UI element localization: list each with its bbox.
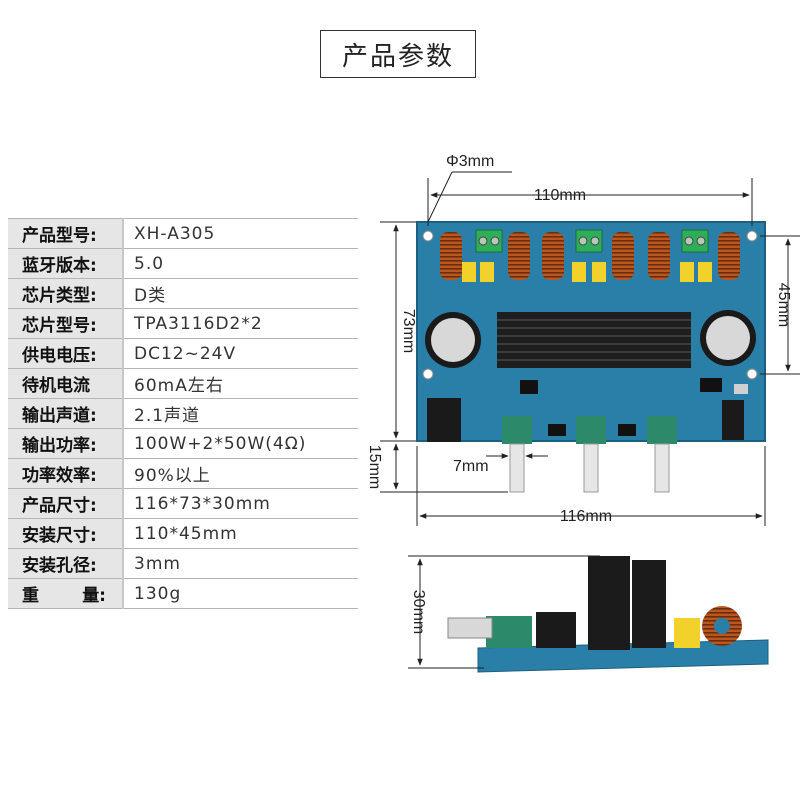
spec-key: 芯片类型: — [8, 278, 124, 309]
spec-value: D类 — [123, 278, 358, 309]
capacitor — [698, 262, 712, 282]
spec-table: 产品型号:XH-A305 蓝牙版本:5.0 芯片类型:D类 芯片型号:TPA31… — [8, 218, 358, 609]
board-height-label: 73mm — [400, 309, 417, 353]
chip — [618, 424, 636, 436]
hole-diameter-label: Φ3mm — [446, 153, 494, 170]
spec-key-part: 重 — [22, 586, 39, 606]
table-row: 芯片类型:D类 — [8, 278, 358, 309]
heatsink — [497, 312, 691, 368]
spec-key: 蓝牙版本: — [8, 248, 124, 279]
pcb-top-view — [416, 221, 766, 493]
inductor — [542, 232, 564, 280]
spec-value: 60mA左右 — [123, 368, 358, 399]
table-row: 输出功率:100W+2*50W(4Ω) — [8, 428, 358, 459]
inductor — [440, 232, 462, 280]
pcb-side-view — [447, 556, 769, 673]
chip — [700, 378, 722, 392]
spec-value: 5.0 — [123, 248, 358, 279]
chip — [548, 424, 566, 436]
potentiometer — [502, 416, 532, 493]
spec-key: 产品尺寸: — [8, 488, 124, 519]
dc-jack — [427, 398, 461, 442]
capacitor-side — [588, 556, 630, 650]
spec-key: 产品型号: — [8, 218, 124, 249]
table-row: 重 量: 130g — [8, 578, 358, 609]
spec-key: 芯片型号: — [8, 308, 124, 339]
mount-hole — [422, 368, 434, 380]
table-row: 安装孔径:3mm — [8, 548, 358, 579]
spec-value: XH-A305 — [123, 218, 358, 249]
spec-value: 110*45mm — [123, 518, 358, 549]
spec-value: 3mm — [123, 548, 358, 579]
inductor — [508, 232, 530, 280]
spec-key-part: 量: — [82, 586, 106, 606]
spec-key: 供电电压: — [8, 338, 124, 369]
spec-value: 130g — [123, 578, 358, 609]
mount-height-label: 45mm — [775, 283, 792, 327]
spec-key: 安装孔径: — [8, 548, 124, 579]
amp-channel — [648, 229, 740, 282]
spec-value: 116*73*30mm — [123, 488, 358, 519]
capacitor-yellow-side — [674, 618, 700, 648]
table-row: 蓝牙版本:5.0 — [8, 248, 358, 279]
inductor — [612, 232, 634, 280]
capacitor — [480, 262, 494, 282]
side-height-label: 30mm — [410, 590, 427, 634]
spec-value: 90%以上 — [123, 458, 358, 489]
crystal — [734, 384, 748, 394]
screw-terminal — [681, 229, 709, 253]
knob-shaft-side — [447, 617, 493, 639]
dimension-lines-side — [408, 555, 600, 669]
knob-spacing-label: 7mm — [453, 458, 489, 475]
spec-value: 2.1声道 — [123, 398, 358, 429]
table-row: 芯片型号:TPA3116D2*2 — [8, 308, 358, 339]
spec-key: 输出功率: — [8, 428, 124, 459]
spec-key: 功率效率: — [8, 458, 124, 489]
knob-length-label: 15mm — [366, 445, 383, 489]
capacitor-side — [632, 560, 666, 648]
spec-value: 100W+2*50W(4Ω) — [123, 428, 358, 459]
table-row: 产品尺寸:116*73*30mm — [8, 488, 358, 519]
spec-key: 输出声道: — [8, 398, 124, 429]
spec-value: TPA3116D2*2 — [123, 308, 358, 339]
inductor — [718, 232, 740, 280]
table-row: 供电电压:DC12~24V — [8, 338, 358, 369]
spec-key: 重 量: — [8, 578, 124, 609]
table-row: 功率效率:90%以上 — [8, 458, 358, 489]
mount-hole — [746, 230, 758, 242]
potentiometer — [647, 416, 677, 493]
potentiometer-side — [486, 616, 532, 648]
mount-hole — [746, 368, 758, 380]
capacitor — [592, 262, 606, 282]
dimension-lines — [380, 171, 800, 526]
capacitor — [462, 262, 476, 282]
screw-terminal — [475, 229, 503, 253]
inductor — [648, 232, 670, 280]
table-row: 产品型号:XH-A305 — [8, 218, 358, 249]
capacitor — [680, 262, 694, 282]
mount-hole — [422, 230, 434, 242]
capacitor — [572, 262, 586, 282]
spec-value: DC12~24V — [123, 338, 358, 369]
amp-channel — [542, 229, 634, 282]
board-width-label: 116mm — [560, 508, 612, 525]
amp-channel — [440, 229, 530, 282]
chip-side — [536, 612, 576, 648]
page-title: 产品参数 — [320, 30, 476, 78]
potentiometer — [576, 416, 606, 493]
audio-jack — [722, 400, 744, 440]
mount-width-label: 110mm — [534, 187, 586, 204]
spec-key: 安装尺寸: — [8, 518, 124, 549]
chip — [520, 380, 538, 394]
table-row: 输出声道:2.1声道 — [8, 398, 358, 429]
spec-key: 待机电流 — [8, 368, 124, 399]
table-row: 安装尺寸:110*45mm — [8, 518, 358, 549]
screw-terminal — [575, 229, 603, 253]
